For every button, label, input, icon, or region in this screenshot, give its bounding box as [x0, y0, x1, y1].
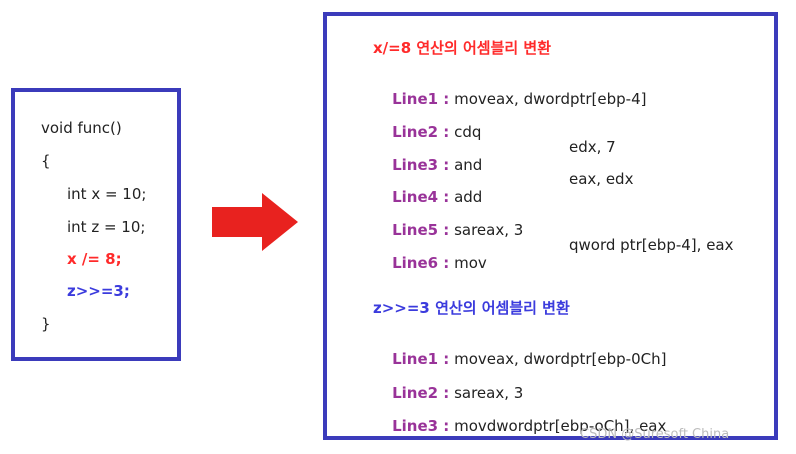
instruction: sareax, 3	[454, 221, 524, 239]
assembly-box: x/=8 연산의 어셈블리 변환 Line1 : moveax, dwordpt…	[323, 12, 778, 440]
section2-row-3: Line3 : movdwordptr[ebp-oCh], eax	[373, 399, 666, 453]
instruction: moveax, dwordptr[ebp-4]	[454, 90, 647, 108]
instruction: cdq	[454, 123, 482, 141]
source-code-box: void func() { int x = 10; int z = 10; x …	[11, 88, 181, 361]
instruction: moveax, dwordptr[ebp-0Ch]	[454, 350, 667, 368]
code-line-x-divide: x /= 8;	[67, 250, 122, 268]
section1-row-2: Line2 : cdq	[373, 105, 481, 159]
section2-row-2: Line2 : sareax, 3	[373, 366, 523, 420]
code-line-int-z: int z = 10;	[67, 218, 146, 236]
right-arrow-icon	[212, 193, 298, 251]
instruction: sareax, 3	[454, 384, 524, 402]
section1-title: x/=8 연산의 어셈블리 변환	[373, 39, 552, 57]
line-label: Line2 :	[392, 384, 450, 402]
section1-row-6: Line6 : mov	[373, 236, 487, 290]
instruction: mov	[454, 254, 487, 272]
section1-row-4: Line4 : add	[373, 170, 482, 224]
line-label: Line4 :	[392, 188, 450, 206]
line-label: Line2 :	[392, 123, 450, 141]
section1-row-5: Line5 : sareax, 3	[373, 203, 523, 257]
line-label: Line3 :	[392, 417, 450, 435]
instruction: and	[454, 156, 483, 174]
line-label: Line6 :	[392, 254, 450, 272]
section1-row-6-operands: qword ptr[ebp-4], eax	[569, 236, 734, 254]
line-label: Line3 :	[392, 156, 450, 174]
line-label: Line1 :	[392, 350, 450, 368]
line-label: Line5 :	[392, 221, 450, 239]
section2-title: z>>=3 연산의 어셈블리 변환	[373, 299, 570, 317]
instruction: add	[454, 188, 483, 206]
section1-row-3: Line3 : and	[373, 138, 482, 192]
section1-row-4-operands: eax, edx	[569, 170, 634, 188]
instruction: movdwordptr[ebp-oCh], eax	[454, 417, 667, 435]
section2-row-1: Line1 : moveax, dwordptr[ebp-0Ch]	[373, 332, 666, 386]
code-line-signature: void func()	[41, 119, 122, 137]
section1-row-3-operands: edx, 7	[569, 138, 616, 156]
line-label: Line1 :	[392, 90, 450, 108]
watermark: CSDN @Suresoft China	[580, 427, 730, 442]
code-line-z-shift: z>>=3;	[67, 282, 130, 300]
section1-row-1: Line1 : moveax, dwordptr[ebp-4]	[373, 72, 646, 126]
code-line-open-brace: {	[41, 152, 51, 170]
code-line-int-x: int x = 10;	[67, 185, 147, 203]
code-line-close-brace: }	[41, 315, 51, 333]
